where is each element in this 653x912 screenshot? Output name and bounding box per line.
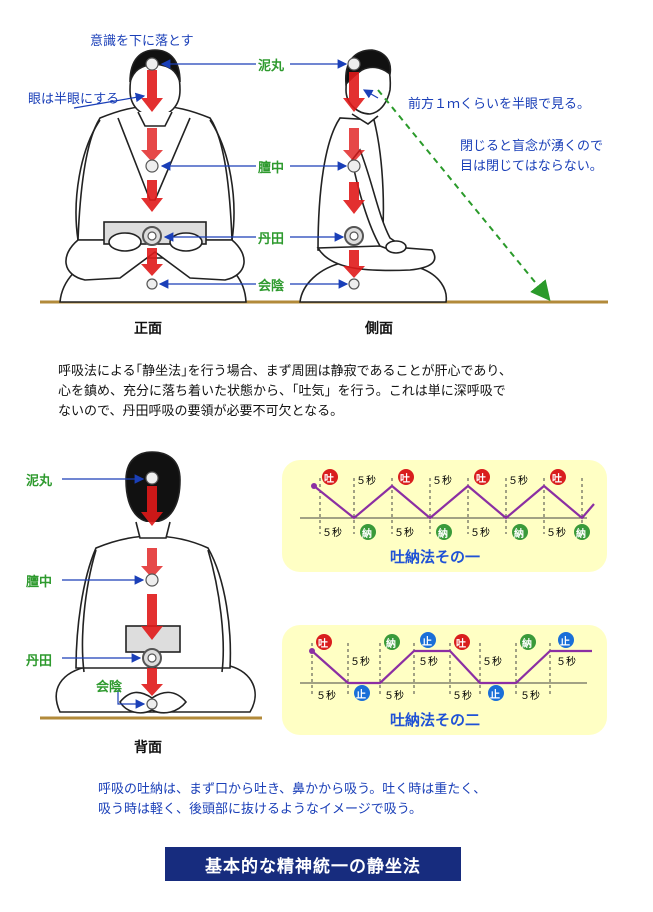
method2-panel: 吐 納 止 吐 納 止 止 止 ５秒 ５秒 ５秒 ５秒 ５秒 ５秒 ５秒 ５秒 …: [282, 625, 607, 735]
method1-panel: 吐 吐 吐 吐 納 納 納 納 ５秒 ５秒 ５秒 ５秒 ５秒 ５秒 ５秒 吐納法…: [282, 460, 607, 572]
method1-exhale-text-1: 吐: [324, 474, 334, 485]
front-energy-arrows: [141, 70, 163, 276]
method2-sec-5: ５秒: [316, 691, 336, 702]
label-nigan-top: 泥丸: [258, 59, 285, 74]
label-tanden-back: 丹田: [26, 654, 53, 669]
footer-title-bar: 基本的な精神統一の静坐法: [165, 847, 461, 881]
method2-title: 吐納法その二: [390, 711, 481, 729]
intro-paragraph: 呼吸法による｢静坐法｣を行う場合、まず周囲は静寂であることが肝心であり、 心を鎮…: [58, 362, 618, 422]
gaze-line: [377, 89, 551, 302]
warning-line2: 目は閉じてはならない。: [460, 159, 603, 174]
label-danchu-top: 膻中: [258, 161, 285, 176]
label-nigan-back: 泥丸: [26, 474, 53, 489]
label-connectors: [73, 59, 379, 289]
method1-exhale-badges: [322, 469, 566, 485]
label-danchu-back: 膻中: [26, 575, 53, 590]
method1-inhale-text-3: 納: [514, 529, 524, 540]
back-figure-svg: [40, 451, 262, 720]
instruction-gaze: 前方１ｍくらいを半眼で見る。: [408, 97, 591, 112]
front-points: [142, 57, 162, 290]
breathing-paragraph: 呼吸の吐納は、まず口から吐き、鼻かから吸う。吐く時は重たく、 吸う時は軽く、後頭…: [98, 780, 618, 820]
method1-waveform: [300, 469, 595, 540]
method1-inhale-text-4: 納: [576, 529, 586, 540]
instruction-consciousness: 意識を下に落とす: [90, 34, 194, 49]
breathing-line-2: 吸う時は軽く、後頭部に抜けるようなイメージで吸う。: [98, 802, 422, 817]
side-energy-arrows: [343, 72, 365, 278]
method1-inhale-text-2: 納: [438, 529, 448, 540]
method1-sec-3: ５秒: [508, 476, 528, 487]
method2-hold-text-4: 止: [490, 690, 500, 701]
method2-inhale-text-2: 納: [522, 639, 532, 650]
method2-sec-8: ５秒: [520, 691, 540, 702]
method1-sec-5: ５秒: [394, 528, 414, 539]
caption-back: 背面: [134, 740, 162, 756]
method1-exhale-text-3: 吐: [476, 474, 486, 485]
method1-sec-2: ５秒: [432, 476, 452, 487]
method1-inhale-badges: [360, 524, 590, 540]
method1-title: 吐納法その一: [390, 548, 481, 566]
method2-sec-1: ５秒: [350, 657, 370, 668]
method2-sec-4: ５秒: [556, 657, 576, 668]
intro-line-3: ないので、丹田呼吸の要領が必要不可欠となる。: [58, 404, 344, 419]
intro-line-1: 呼吸法による｢静坐法｣を行う場合、まず周囲は静寂であることが肝心であり、: [58, 364, 512, 379]
instruction-eyes: 眼は半眼にする: [28, 92, 120, 107]
footer-title: 基本的な精神統一の静坐法: [205, 856, 421, 877]
method2-hold-text-3: 止: [356, 690, 366, 701]
method1-exhale-text-4: 吐: [552, 474, 562, 485]
method2-waveform: [300, 632, 592, 701]
caption-side: 側面: [365, 321, 393, 337]
method2-exhale-text-1: 吐: [318, 639, 328, 650]
method2-sec-3: ５秒: [482, 657, 502, 668]
method1-sec-1: ５秒: [356, 476, 376, 487]
caption-front: 正面: [134, 321, 162, 337]
method2-sec-6: ５秒: [384, 691, 404, 702]
warning-line1: 閉じると盲念が湧くので: [460, 139, 604, 154]
label-tanden-top: 丹田: [258, 232, 285, 247]
meditation-figures-svg: [40, 49, 608, 304]
method2-hold-text-1: 止: [422, 637, 432, 648]
method2-hold-text-2: 止: [560, 637, 570, 648]
side-points: [344, 57, 364, 290]
method2-sec-2: ５秒: [418, 657, 438, 668]
method1-sec-4: ５秒: [322, 528, 342, 539]
method2-inhale-text-1: 納: [386, 639, 396, 650]
label-ein-back: 会陰: [96, 680, 123, 695]
method2-exhale-text-2: 吐: [456, 639, 466, 650]
side-figure: [299, 49, 448, 303]
method1-sec-6: ５秒: [470, 528, 490, 539]
intro-line-2: 心を鎮め、充分に落ち着いた状態から、「吐気」を行う。これは単に深呼吸で: [58, 384, 506, 399]
method1-sec-7: ５秒: [546, 528, 566, 539]
breathing-line-1: 呼吸の吐納は、まず口から吐き、鼻かから吸う。吐く時は重たく、: [98, 782, 487, 797]
method2-sec-7: ５秒: [452, 691, 472, 702]
label-ein-top: 会陰: [258, 279, 285, 294]
method1-exhale-text-2: 吐: [400, 474, 410, 485]
method1-inhale-text-1: 納: [362, 529, 372, 540]
